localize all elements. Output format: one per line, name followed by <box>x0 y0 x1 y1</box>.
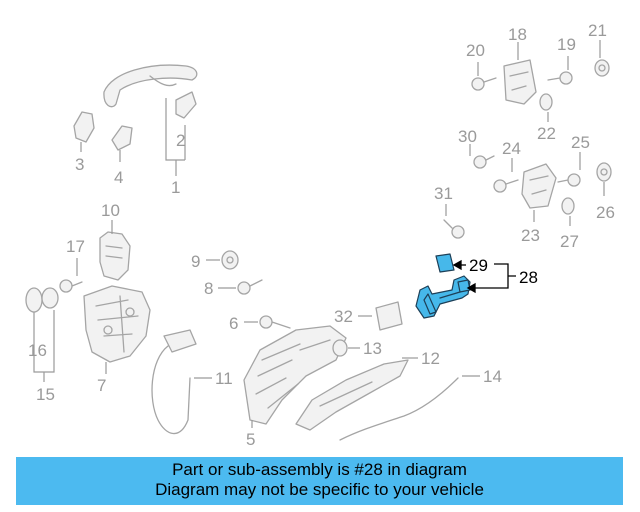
callout-32: 32 <box>334 307 353 326</box>
callout-12: 12 <box>421 349 440 368</box>
actuator-part <box>163 329 197 353</box>
door-check-pad-29 <box>435 253 455 273</box>
bolt-19-part <box>547 71 573 85</box>
callout-25: 25 <box>571 133 590 152</box>
callout-13: 13 <box>363 339 382 358</box>
info-banner: Part or sub-assembly is #28 in diagram D… <box>16 457 623 505</box>
leader-line-15 <box>33 310 55 382</box>
cap-4-part <box>111 125 133 151</box>
callout-22: 22 <box>537 124 556 143</box>
screw-17-part <box>59 279 83 293</box>
callout-16: 16 <box>28 341 47 360</box>
bushing-27-part <box>561 197 575 215</box>
callout-27: 27 <box>560 232 579 251</box>
callout-6: 6 <box>229 314 238 333</box>
handle-insert-part <box>175 91 197 119</box>
callout-31: 31 <box>434 184 453 203</box>
callout-11: 11 <box>215 369 233 388</box>
callout-20: 20 <box>466 41 485 60</box>
callout-7: 7 <box>97 376 106 395</box>
leader-line-29-arrow <box>452 259 462 271</box>
callout-30: 30 <box>458 127 477 146</box>
door-check-highlighted-part <box>415 253 471 319</box>
cap-3-part <box>73 111 95 143</box>
cap-26-part <box>596 162 612 182</box>
callout-24: 24 <box>502 139 521 158</box>
callout-3: 3 <box>75 155 84 174</box>
cap-21-part <box>594 59 610 77</box>
callout-21: 21 <box>588 21 607 40</box>
leader-line-1 <box>165 98 185 176</box>
door-latch-part <box>83 285 151 363</box>
bolt-31-part <box>443 219 465 239</box>
callout-18: 18 <box>508 25 527 44</box>
outside-handle-part <box>103 64 198 108</box>
washer-13-part <box>332 339 348 357</box>
callout-10: 10 <box>101 201 120 220</box>
callout-5: 5 <box>246 430 255 449</box>
upper-hinge-part <box>503 59 537 105</box>
inner-panel-carrier-part <box>243 325 347 425</box>
cable-14-part <box>339 377 459 441</box>
callout-17: 17 <box>66 237 85 256</box>
banner-line-1: Part or sub-assembly is #28 in diagram <box>172 460 467 479</box>
seal-16-part <box>25 287 59 313</box>
callout-14: 14 <box>483 367 502 386</box>
callout-28: 28 <box>519 268 538 287</box>
bolt-6-part <box>259 315 291 329</box>
bolt-30-part <box>473 155 495 169</box>
callout-8: 8 <box>204 279 213 298</box>
bolt-20-part <box>471 77 497 91</box>
lock-cylinder-part <box>99 231 131 281</box>
callout-2: 2 <box>176 131 185 150</box>
callout-29: 29 <box>469 256 488 275</box>
callout-26: 26 <box>596 203 615 222</box>
callout-19: 19 <box>557 35 576 54</box>
cable-11-part <box>151 345 191 435</box>
callout-1: 1 <box>171 178 180 197</box>
bushing-22-part <box>539 93 553 111</box>
banner-line-2: Diagram may not be specific to your vehi… <box>155 480 484 499</box>
part-32 <box>375 301 403 331</box>
lower-hinge-part <box>521 163 557 209</box>
parts-diagram: 1 2 3 4 10 17 16 15 7 9 <box>25 21 615 449</box>
grommet-9-part <box>221 250 239 270</box>
bolt-8-part <box>237 279 263 295</box>
bolt-24-part <box>493 179 519 193</box>
bolt-25-part <box>557 173 581 187</box>
leader-line-28-bracket <box>470 263 516 289</box>
callout-4: 4 <box>114 168 123 187</box>
callout-15: 15 <box>36 385 55 404</box>
callout-9: 9 <box>191 252 200 271</box>
leader-line-28-arrow <box>466 282 476 294</box>
callout-23: 23 <box>521 226 540 245</box>
inner-handle-part <box>295 359 409 431</box>
